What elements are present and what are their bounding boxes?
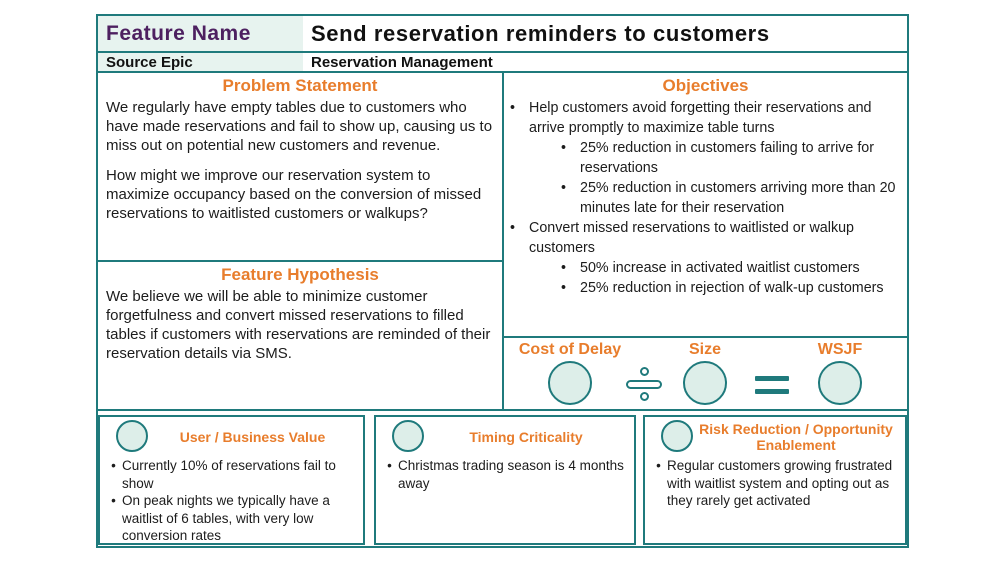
bullet-icon: •: [111, 458, 116, 473]
objective-item: • Help customers avoid forgetting their …: [504, 98, 905, 138]
bullet-icon: •: [561, 280, 567, 296]
user-business-value-box: User / Business Value • Currently 10% of…: [98, 415, 365, 545]
feature-name-label-cell: Feature Name: [98, 16, 303, 51]
user-business-value-title: User / Business Value: [179, 428, 326, 445]
objective-sub-item: • 25% reduction in rejection of walk-up …: [504, 278, 905, 298]
timing-criticality-box: Timing Criticality • Christmas trading s…: [374, 415, 636, 545]
user-business-value-circle: [116, 419, 148, 452]
source-epic-label-cell: Source Epic: [98, 53, 303, 71]
problem-statement-box: Problem Statement We regularly have empt…: [98, 73, 504, 262]
objective-item: • Convert missed reservations to waitlis…: [504, 218, 905, 258]
feature-hypothesis-text: We believe we will be able to minimize c…: [106, 288, 491, 362]
list-item-text: On peak nights we typically have a waitl…: [122, 493, 330, 543]
wsjf-label: WSJF: [817, 341, 863, 358]
feature-template-canvas: Feature Name Send reservation reminders …: [96, 14, 909, 548]
divide-icon: [625, 367, 663, 401]
bullet-icon: •: [510, 100, 516, 116]
objective-sub-item: • 25% reduction in customers failing to …: [504, 138, 905, 178]
list-item-text: Christmas trading season is 4 months awa…: [398, 458, 624, 491]
list-item: • Regular customers growing frustrated w…: [645, 457, 897, 510]
objective-sub-item: • 25% reduction in customers arriving mo…: [504, 178, 905, 218]
bullet-icon: •: [561, 140, 567, 156]
objective-sub-item-text: 25% reduction in customers failing to ar…: [580, 140, 875, 176]
source-epic-row: Source Epic Reservation Management: [98, 53, 907, 73]
objective-item-text: Convert missed reservations to waitliste…: [529, 220, 854, 256]
list-item: • On peak nights we typically have a wai…: [100, 492, 355, 543]
objective-item-text: Help customers avoid forgetting their re…: [529, 100, 872, 136]
divide-dot-bottom: [639, 392, 649, 401]
divide-bar: [626, 379, 662, 389]
objectives-list: • Help customers avoid forgetting their …: [504, 98, 907, 298]
list-item-text: Currently 10% of reservations fail to sh…: [122, 458, 336, 491]
risk-reduction-box: Risk Reduction / Opportunity Enablement …: [643, 415, 907, 545]
bullet-icon: •: [510, 220, 516, 236]
objective-sub-item-text: 50% increase in activated waitlist custo…: [580, 260, 860, 276]
wsjf-circle: [818, 361, 862, 405]
size-label: Size: [688, 341, 722, 358]
source-epic-label: Source Epic: [106, 53, 193, 71]
objective-sub-item: • 50% increase in activated waitlist cus…: [504, 258, 905, 278]
divide-dot-top: [639, 367, 649, 376]
timing-criticality-title: Timing Criticality: [469, 428, 583, 445]
size-circle: [683, 361, 727, 405]
bullet-icon: •: [656, 458, 661, 473]
source-epic-value: Reservation Management: [311, 53, 493, 71]
list-item: • Currently 10% of reservations fail to …: [100, 457, 355, 492]
timing-criticality-circle: [392, 419, 424, 452]
equals-icon: [755, 376, 789, 394]
objectives-title: Objectives: [662, 76, 749, 95]
cost-of-delay-label: Cost of Delay: [518, 341, 622, 358]
risk-reduction-title: Risk Reduction / Opportunity Enablement: [699, 420, 893, 453]
problem-statement-paragraph: How might we improve our reservation sys…: [106, 167, 482, 222]
feature-hypothesis-title: Feature Hypothesis: [221, 265, 379, 284]
cost-of-delay-circle: [548, 361, 592, 405]
problem-statement-title: Problem Statement: [222, 76, 378, 95]
list-item-text: Regular customers growing frustrated wit…: [667, 458, 893, 508]
problem-statement-paragraph: We regularly have empty tables due to cu…: [106, 99, 493, 154]
feature-name-row: Feature Name Send reservation reminders …: [98, 16, 907, 53]
bullet-icon: •: [111, 493, 116, 508]
objective-sub-item-text: 25% reduction in customers arriving more…: [580, 180, 896, 216]
objectives-box: Objectives • Help customers avoid forget…: [504, 73, 907, 338]
risk-reduction-circle: [661, 419, 693, 452]
bullet-icon: •: [387, 458, 392, 473]
bullet-icon: •: [561, 180, 567, 196]
wsjf-formula-box: Cost of Delay Size WSJF: [504, 338, 907, 411]
list-item: • Christmas trading season is 4 months a…: [376, 457, 626, 492]
bullet-icon: •: [561, 260, 567, 276]
feature-name-label: Feature Name: [106, 21, 251, 45]
objective-sub-item-text: 25% reduction in rejection of walk-up cu…: [580, 280, 884, 296]
feature-hypothesis-box: Feature Hypothesis We believe we will be…: [98, 262, 504, 411]
feature-name-value: Send reservation reminders to customers: [311, 20, 770, 46]
